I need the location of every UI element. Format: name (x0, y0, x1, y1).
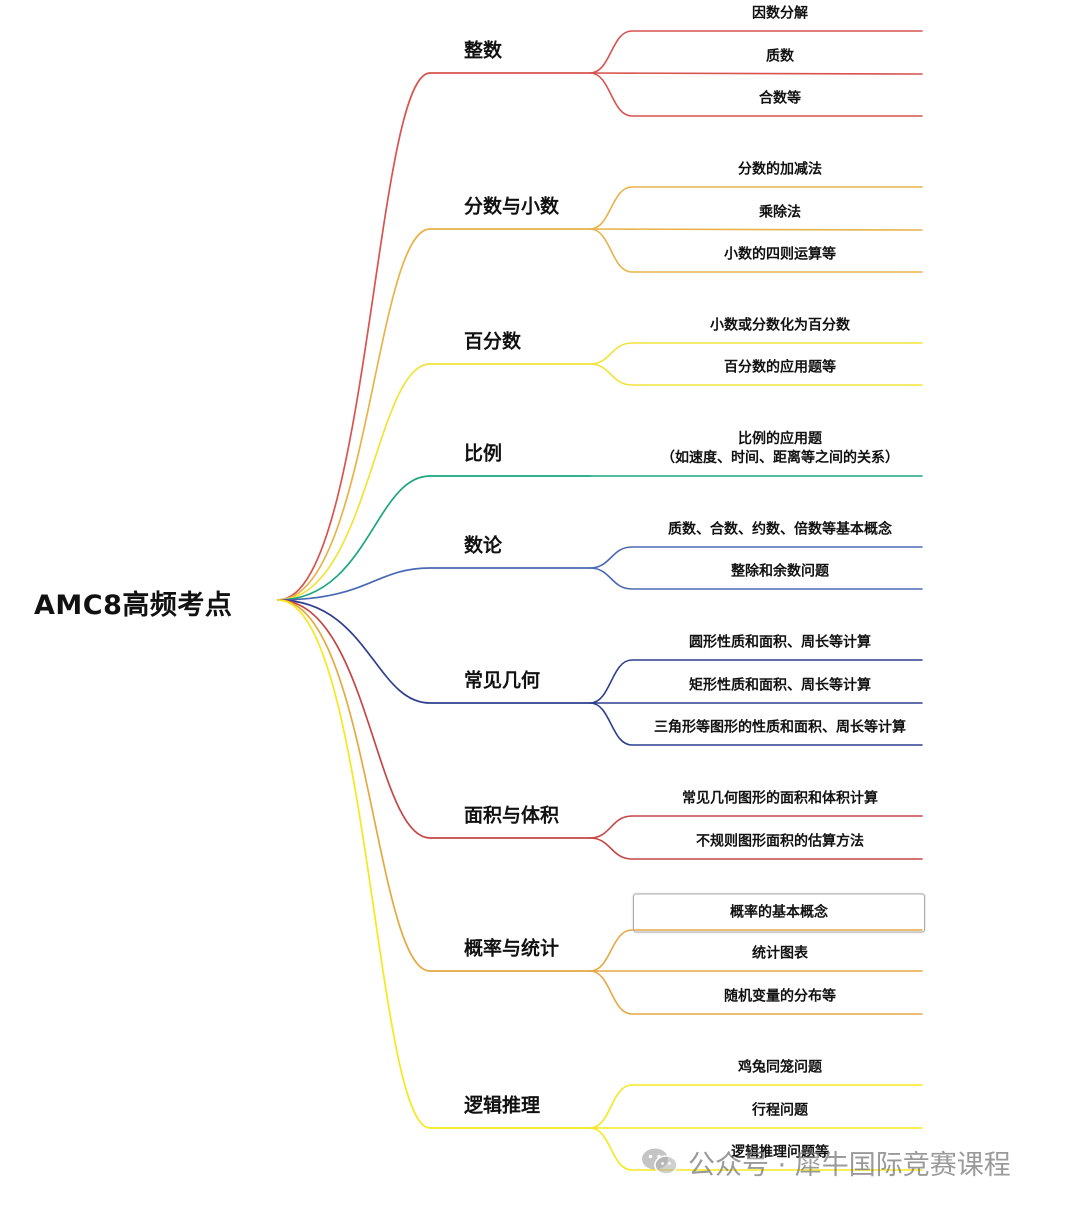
wechat-icon (642, 1148, 678, 1175)
branch-label-1: 分数与小数 (464, 195, 560, 218)
leaf-text-8-2: 逻辑推理问题等 (731, 1144, 829, 1161)
leaf-connector-1-0 (589, 186, 923, 230)
leaf-label-1-0: 分数的加减法 (640, 161, 920, 180)
leaf-connector-2-1 (589, 363, 923, 386)
leaf-text-8-1: 行程问题 (752, 1102, 808, 1119)
leaf-label-5-0: 圆形性质和面积、周长等计算 (640, 634, 920, 653)
leaf-text-0-1: 质数 (766, 48, 794, 65)
leaf-label-8-1: 行程问题 (640, 1102, 920, 1121)
leaf-text-2-1: 百分数的应用题等 (724, 359, 836, 376)
leaf-text-6-1: 不规则图形面积的估算方法 (696, 833, 864, 850)
watermark: 公众号 · 犀牛国际竞赛课程 (640, 1142, 1011, 1182)
branch-label-2: 百分数 (464, 330, 522, 353)
leaf-label-0-1: 质数 (640, 48, 920, 67)
leaf-label-1-2: 小数的四则运算等 (640, 246, 920, 265)
leaf-label-2-1: 百分数的应用题等 (640, 359, 920, 378)
leaf-connector-7-2 (589, 970, 923, 1015)
leaf-connector-6-0 (589, 815, 923, 839)
branch-label-4: 数论 (464, 534, 503, 557)
branch-connector-5 (277, 599, 591, 704)
leaf-connector-8-2 (589, 1127, 923, 1171)
leaf-text-7-1: 统计图表 (752, 945, 808, 962)
branch-connector-4 (277, 567, 591, 601)
leaf-text-4-0: 质数、合数、约数、倍数等基本概念 (668, 521, 892, 538)
branch-label-0: 整数 (464, 39, 503, 62)
leaf-label-4-0: 质数、合数、约数、倍数等基本概念 (640, 521, 920, 540)
branch-connector-1 (277, 228, 591, 601)
leaf-label-0-2: 合数等 (640, 90, 920, 109)
leaf-label-4-1: 整除和余数问题 (640, 563, 920, 582)
leaf-label-3-0: 比例的应用题 （如速度、时间、距离等之间的关系） (640, 430, 920, 468)
leaf-connector-0-0 (589, 30, 923, 74)
leaf-text-8-0: 鸡兔同笼问题 (738, 1059, 822, 1076)
leaf-text-4-1: 整除和余数问题 (731, 563, 829, 580)
branch-connector-8 (277, 599, 591, 1129)
leaf-connector-4-0 (589, 546, 923, 569)
leaf-connector-8-0 (589, 1084, 923, 1129)
leaf-connector-0-1 (589, 72, 923, 75)
leaf-connector-0-2 (589, 72, 923, 117)
leaf-connector-5-2 (589, 702, 923, 746)
branch-connector-3 (277, 475, 591, 601)
leaf-text-1-0: 分数的加减法 (738, 161, 822, 178)
leaf-label-7-0: 概率的基本概念 (633, 893, 925, 933)
leaf-label-5-1: 矩形性质和面积、周长等计算 (640, 677, 920, 696)
leaf-connector-1-1 (589, 228, 923, 231)
branch-label-5: 常见几何 (464, 669, 541, 692)
leaf-label-6-1: 不规则图形面积的估算方法 (640, 833, 920, 852)
leaf-connector-4-1 (589, 567, 923, 590)
leaf-text-5-2: 三角形等图形的性质和面积、周长等计算 (654, 719, 906, 736)
leaf-text2-3-0: （如速度、时间、距离等之间的关系） (661, 450, 899, 466)
leaf-connector-5-0 (589, 659, 923, 704)
leaf-connector-2-0 (589, 342, 923, 365)
leaf-label-2-0: 小数或分数化为百分数 (640, 317, 920, 336)
leaf-label-7-1: 统计图表 (640, 945, 920, 964)
leaf-label-7-2: 随机变量的分布等 (640, 988, 920, 1007)
leaf-text-1-1: 乘除法 (759, 204, 801, 221)
leaf-label-6-0: 常见几何图形的面积和体积计算 (640, 790, 920, 809)
leaf-label-5-2: 三角形等图形的性质和面积、周长等计算 (640, 719, 920, 738)
leaf-text-7-2: 随机变量的分布等 (724, 988, 836, 1005)
branch-connector-0 (277, 72, 591, 601)
leaf-text-0-0: 因数分解 (752, 5, 808, 22)
leaf-label-8-2: 逻辑推理问题等 (640, 1144, 920, 1163)
leaf-connector-6-1 (589, 837, 923, 860)
branch-connector-2 (277, 363, 591, 601)
leaf-text-3-0: 比例的应用题 (738, 431, 822, 447)
branch-label-6: 面积与体积 (464, 804, 560, 827)
leaf-label-0-0: 因数分解 (640, 5, 920, 24)
branch-connector-7 (277, 599, 591, 972)
leaf-text-0-2: 合数等 (759, 90, 801, 107)
branch-connector-6 (277, 599, 591, 839)
watermark-text: 公众号 · 犀牛国际竞赛课程 (688, 1149, 1011, 1181)
leaf-text-1-2: 小数的四则运算等 (724, 246, 836, 263)
leaf-text-5-0: 圆形性质和面积、周长等计算 (689, 634, 871, 651)
leaf-label-1-1: 乘除法 (640, 204, 920, 223)
branch-label-8: 逻辑推理 (464, 1094, 541, 1117)
branch-label-7: 概率与统计 (464, 937, 560, 960)
leaf-text-6-0: 常见几何图形的面积和体积计算 (682, 790, 878, 807)
leaf-text-7-0: 概率的基本概念 (730, 904, 828, 921)
leaf-text-2-0: 小数或分数化为百分数 (710, 317, 850, 334)
branch-label-3: 比例 (464, 442, 503, 465)
leaf-connector-1-2 (589, 228, 923, 273)
leaf-connector-7-0 (589, 929, 923, 972)
leaf-text-5-1: 矩形性质和面积、周长等计算 (689, 677, 871, 694)
root-node-title: AMC8高频考点 (34, 590, 233, 621)
leaf-label-8-0: 鸡兔同笼问题 (640, 1059, 920, 1078)
